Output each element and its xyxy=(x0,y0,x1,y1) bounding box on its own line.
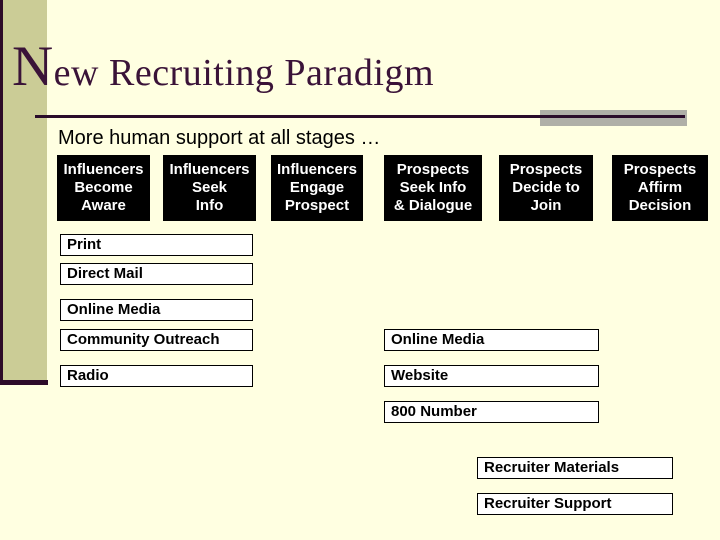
channel-online-media-left: Online Media xyxy=(60,299,253,321)
title-rule xyxy=(35,115,685,118)
stage-influencers-seek-info: Influencers Seek Info xyxy=(163,155,256,221)
stage-prospects-affirm-decision: Prospects Affirm Decision xyxy=(612,155,708,221)
channel-direct-mail: Direct Mail xyxy=(60,263,253,285)
slide-title-rest: ew Recruiting Paradigm xyxy=(53,52,435,94)
side-band-edge-stripe xyxy=(0,0,3,380)
channel-800-number: 800 Number xyxy=(384,401,599,423)
channel-recruiter-support: Recruiter Support xyxy=(477,493,673,515)
channel-radio: Radio xyxy=(60,365,253,387)
stage-influencers-become-aware: Influencers Become Aware xyxy=(57,155,150,221)
channel-online-media-middle: Online Media xyxy=(384,329,599,351)
channel-recruiter-materials: Recruiter Materials xyxy=(477,457,673,479)
side-band-bottom-line xyxy=(0,380,48,385)
channel-website: Website xyxy=(384,365,599,387)
stage-influencers-engage-prospect: Influencers Engage Prospect xyxy=(271,155,363,221)
stage-prospects-decide-to-join: Prospects Decide to Join xyxy=(499,155,593,221)
slide-title-initial: N xyxy=(12,35,54,98)
channel-print: Print xyxy=(60,234,253,256)
channel-community-outreach: Community Outreach xyxy=(60,329,253,351)
slide-title: New Recruiting Paradigm xyxy=(12,34,434,99)
side-band xyxy=(0,0,47,380)
title-rule-accent-bar xyxy=(540,110,687,126)
subtitle: More human support at all stages … xyxy=(58,127,381,149)
stage-prospects-seek-info-dialogue: Prospects Seek Info & Dialogue xyxy=(384,155,482,221)
